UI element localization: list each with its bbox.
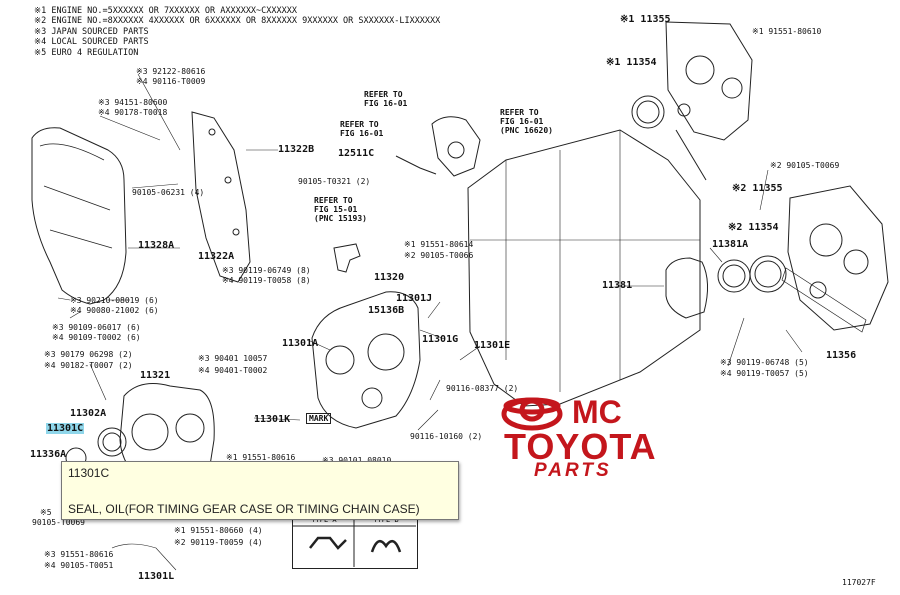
part-label[interactable]: 11328A — [138, 240, 175, 251]
part-label[interactable]: 11322A — [198, 251, 235, 262]
callout: ※4 90178-T0018 — [98, 108, 168, 117]
callout: ※3 90109-06017 (6) — [52, 323, 141, 332]
callout: ※3 90119-06749 (8) — [222, 266, 311, 275]
callout: ※3 92122-80616 — [136, 67, 206, 76]
callout: ※2 90119-T0059 (4) — [174, 538, 263, 547]
notes-block: ※1 ENGINE NO.=5XXXXXX OR 7XXXXXX OR AXXX… — [34, 6, 440, 58]
oil-seal-drawing — [97, 427, 127, 457]
part-label[interactable]: 11336A — [30, 449, 67, 460]
callout: ※1 91551-80610 — [752, 27, 822, 36]
part-label[interactable]: 11301K — [254, 414, 291, 425]
gasket-drawing — [191, 111, 251, 283]
note-line: ※1 ENGINE NO.=5XXXXXX OR 7XXXXXX OR AXXX… — [34, 6, 297, 16]
part-label[interactable]: 11301E — [474, 340, 511, 351]
part-label[interactable]: 11356 — [826, 350, 857, 361]
part-label[interactable]: 11302A — [70, 408, 107, 419]
part-label[interactable]: 11301J — [396, 293, 433, 304]
tooltip-part-code: 11301C — [68, 466, 110, 480]
callout: ※1 91551-80616 — [226, 453, 296, 462]
logo-parts: PARTS — [534, 460, 612, 481]
callout: ※2 90105-T0066 — [404, 251, 474, 260]
end-plate-bottom-drawing — [787, 185, 889, 331]
drawing-number: 117027F — [842, 578, 876, 587]
type-a-symbol — [309, 536, 347, 550]
callout: ※4 90401-T0002 — [198, 366, 268, 375]
callout: ※3 90210-08019 (6) — [70, 296, 159, 305]
end-plate-top-drawing — [665, 21, 753, 141]
callout: ※1 91551-80660 (4) — [174, 526, 263, 535]
part-label[interactable]: 12511C — [338, 148, 375, 159]
part-label[interactable]: ※1 11354 — [606, 57, 657, 68]
callout: 90105-T0321 (2) — [298, 177, 371, 186]
part-label[interactable]: 11301L — [138, 571, 175, 582]
callout: ※4 90119-T0058 (8) — [222, 276, 311, 285]
timing-cover-drawing — [31, 127, 127, 305]
callout: ※4 90109-T0002 (6) — [52, 333, 141, 342]
engine-block-drawing — [467, 129, 701, 407]
part-label[interactable]: 11322B — [278, 144, 315, 155]
part-label[interactable]: 11320 — [374, 272, 405, 283]
callout: 90116-10160 (2) — [410, 432, 483, 441]
part-tooltip: 11301C SEAL, OIL(FOR TIMING GEAR CASE OR… — [61, 461, 459, 520]
callout: 90105-06231 (4) — [132, 188, 205, 197]
callout: ※4 90080-21002 (6) — [70, 306, 159, 315]
part-label[interactable]: 11381A — [712, 239, 749, 250]
callout: ※4 90119-T0057 (5) — [720, 369, 809, 378]
part-label[interactable]: ※2 11354 — [728, 222, 779, 233]
rear-oil-seal-retainer-drawing — [665, 257, 708, 319]
callout: ※1 91551-80614 — [404, 240, 474, 249]
callout: ※3 91551-80616 — [44, 550, 114, 559]
callout: ※3 94151-80600 — [98, 98, 168, 107]
callout: ※3 90401 10057 — [198, 354, 268, 363]
callout: ※2 90105-T0069 — [770, 161, 840, 170]
callout: ※4 90116-T0009 — [136, 77, 206, 86]
type-b-symbol — [370, 539, 402, 553]
part-label[interactable]: 11321 — [140, 370, 171, 381]
type-legend-box: TYPE A TYPE B — [292, 515, 418, 569]
timing-gear-case-drawing — [311, 291, 421, 429]
part-label[interactable]: ※2 11355 — [732, 183, 783, 194]
type-b-label: TYPE B — [373, 516, 399, 524]
bracket-drawing — [431, 116, 481, 177]
callout: 90105-T0069 — [32, 518, 85, 527]
part-label[interactable]: 11301G — [422, 334, 459, 345]
part-label[interactable]: ※1 11355 — [620, 14, 671, 25]
logo-toyota: TOYOTA — [504, 426, 657, 467]
mark-label: MARK — [306, 413, 332, 424]
callout: ※5 — [40, 508, 52, 517]
tooltip-description: SEAL, OIL(FOR TIMING GEAR CASE OR TIMING… — [68, 502, 420, 516]
note-line: ※3 JAPAN SOURCED PARTS — [34, 26, 149, 37]
callout: 90116-08377 (2) — [446, 384, 519, 393]
note-line: ※2 ENGINE NO.=8XXXXXX 4XXXXXX OR 6XXXXXX… — [34, 16, 441, 27]
part-label[interactable]: 15136B — [368, 305, 405, 316]
part-label[interactable]: 11301A — [282, 338, 319, 349]
part-label-selected[interactable]: 11301C — [46, 423, 85, 434]
callout: ※4 90105-T0051 — [44, 561, 114, 570]
callout: ※3 90179 06298 (2) — [44, 350, 133, 359]
part-label[interactable]: 11381 — [602, 280, 633, 291]
note-line: ※4 LOCAL SOURCED PARTS — [34, 37, 149, 48]
callout: ※3 90101 08010 — [322, 456, 391, 465]
note-line: ※5 EURO 4 REGULATION — [34, 47, 139, 58]
mc-toyota-parts-logo: MC TOYOTA PARTS — [496, 394, 686, 484]
callout: ※3 90119-06748 (5) — [720, 358, 809, 367]
callout: ※4 90182-T0007 (2) — [44, 361, 133, 370]
type-a-label: TYPE A — [311, 516, 337, 524]
toyota-emblem-logo — [501, 397, 563, 431]
logo-mc: MC — [572, 394, 622, 430]
